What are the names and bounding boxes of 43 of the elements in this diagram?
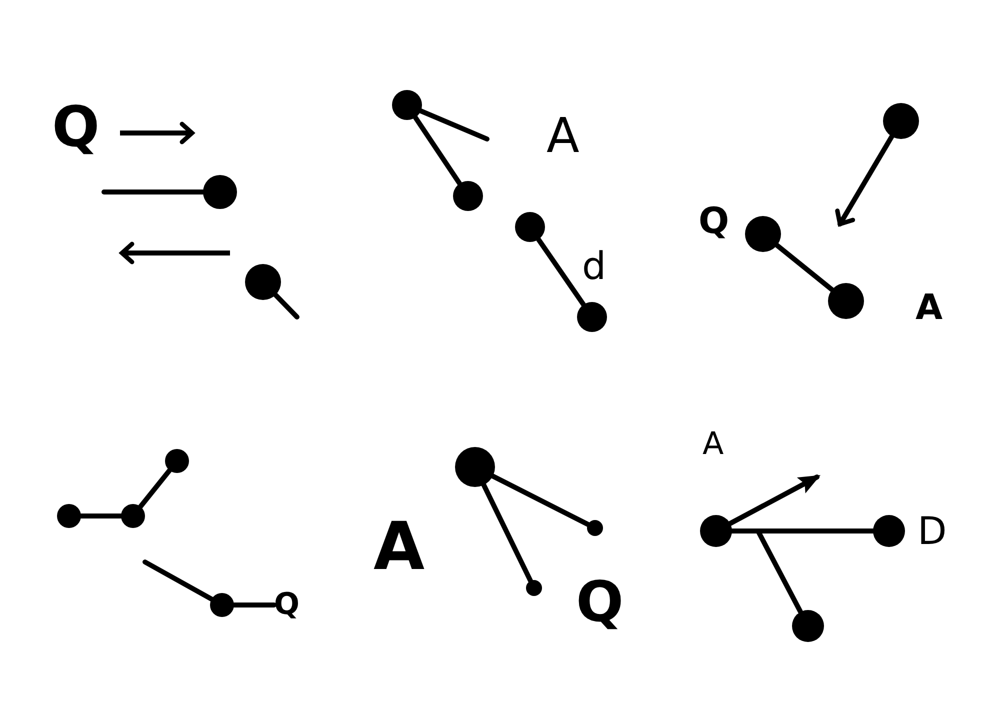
connector-line	[232, 602, 276, 608]
dot	[455, 447, 495, 487]
connector-line	[78, 514, 124, 518]
dot	[526, 580, 542, 596]
dot	[700, 515, 732, 547]
letter-label: A	[916, 290, 943, 326]
connector-line	[774, 242, 834, 292]
dot	[392, 90, 422, 120]
dot	[587, 520, 603, 536]
letter-label: Q	[274, 590, 300, 620]
dot	[203, 175, 237, 209]
dot	[515, 212, 545, 242]
dot	[792, 610, 824, 642]
arrow	[835, 134, 894, 226]
dot	[453, 181, 483, 211]
letter-label: A	[374, 514, 425, 580]
dot	[828, 283, 864, 319]
connector-line	[481, 482, 533, 584]
connector-line	[412, 115, 462, 186]
connector-line	[102, 190, 206, 194]
letter-label: Q	[52, 100, 100, 156]
dot	[210, 593, 234, 617]
dot	[121, 504, 145, 528]
dot	[245, 264, 281, 300]
dot	[165, 449, 189, 473]
connector-line	[418, 108, 490, 142]
dot	[577, 302, 607, 332]
dot	[883, 103, 919, 139]
letter-label: D	[918, 512, 947, 550]
connector-line	[536, 236, 586, 308]
arrow	[728, 474, 821, 526]
dot	[873, 515, 905, 547]
connector-line	[138, 468, 172, 510]
connector-line	[273, 292, 300, 320]
letter-label: A	[702, 428, 724, 460]
letter-label: d	[582, 247, 606, 285]
dot	[57, 504, 81, 528]
letter-label: A	[546, 112, 580, 160]
letter-label: Q	[576, 575, 624, 631]
letter-label: Q	[698, 204, 730, 240]
connector-line	[142, 560, 214, 602]
dot	[745, 216, 781, 252]
connector-line	[490, 474, 590, 527]
